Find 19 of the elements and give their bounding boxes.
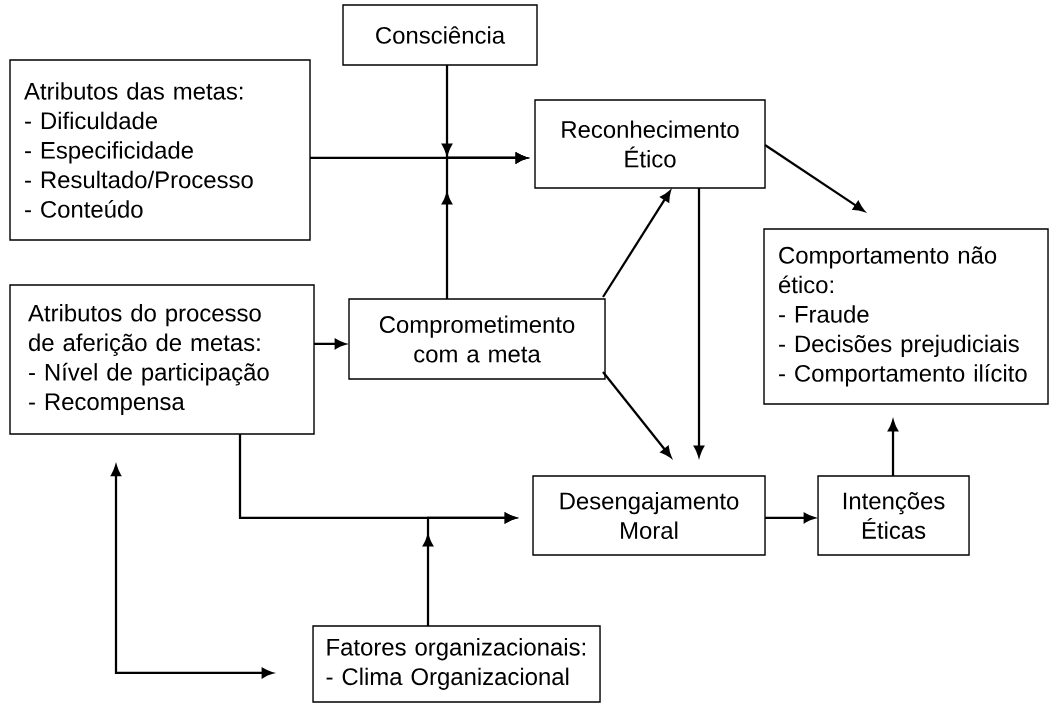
arrow [441,152,527,299]
arrow [693,188,705,457]
arrow [764,144,865,212]
arrow [887,420,899,476]
process-box: Intenções Éticas [817,475,970,556]
process-box: Consciência [342,4,538,66]
arrow [602,190,671,298]
arrow [602,371,672,458]
process-box: Reconhecimento Ético [534,99,766,189]
arrow [110,465,273,679]
list-box: Atributos das metas: - Dificuldade - Especificidade - Resultado/Processo - Conteúdo [9,59,311,241]
list-box: Fatores organizacionais: - Clima Organizacional [312,625,601,703]
list-box: Comportamento não ético: - Fraude - Decisões prejudiciais - Comportamento ilícito [763,228,1049,405]
arrow [765,512,815,523]
arrow [422,512,516,626]
list-box: Atributos do processo de aferição de metas: - Nível de participação - Recompensa [9,284,315,435]
arrow [314,338,346,350]
process-box: Desengajamento Moral [532,475,766,556]
process-box: Comprometimento com a meta [348,298,606,380]
